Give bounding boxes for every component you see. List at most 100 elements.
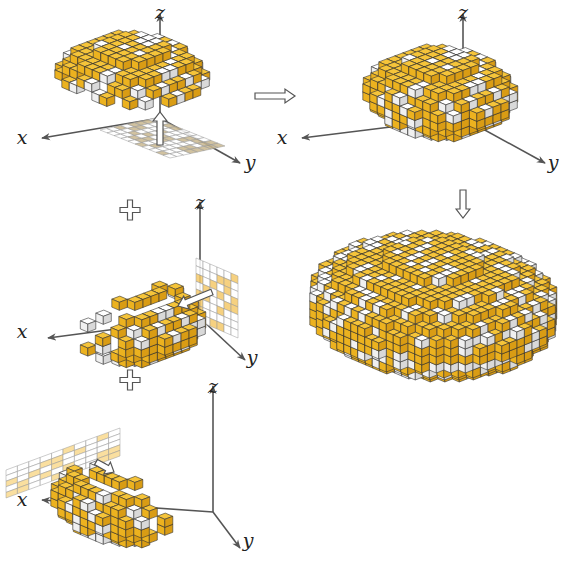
voxel-face: [66, 488, 74, 499]
voxel-face: [438, 113, 446, 124]
voxel-face: [143, 297, 151, 308]
voxel-face: [153, 88, 161, 99]
voxel-face: [453, 113, 461, 124]
voxel-face: [134, 317, 142, 328]
grid-cell: [29, 480, 40, 490]
voxel-face: [493, 104, 501, 115]
voxel-face: [80, 321, 88, 332]
voxel-face: [186, 62, 194, 73]
voxel-face: [134, 508, 142, 519]
voxel-face: [462, 88, 470, 99]
voxel-face: [159, 291, 167, 302]
axes: [42, 386, 240, 548]
axes: [302, 14, 545, 163]
voxel-face: [401, 64, 409, 75]
voxel-face: [88, 345, 96, 356]
voxel-face: [400, 84, 408, 95]
voxel-face: [103, 313, 111, 324]
axes: [48, 202, 245, 360]
voxel-face: [96, 313, 104, 324]
voxel-face: [469, 99, 477, 110]
axis-line: [160, 118, 240, 163]
voxel-face: [393, 81, 401, 92]
voxel-face: [494, 76, 502, 87]
voxel-face: [439, 73, 447, 84]
voxel-face: [141, 339, 149, 350]
voxel-face: [165, 336, 173, 347]
voxel-face: [446, 113, 454, 124]
voxel-face: [431, 91, 439, 102]
voxel-face: [118, 339, 126, 350]
voxel-face: [416, 70, 424, 81]
voxel-face: [119, 479, 127, 490]
voxel-face: [142, 497, 150, 508]
voxel-face: [415, 87, 423, 98]
voxel-face: [138, 99, 146, 110]
voxel-face: [471, 65, 479, 76]
hollow-arrow: [178, 289, 213, 309]
voxel-face: [103, 504, 111, 515]
voxel-face: [446, 91, 454, 102]
voxel-face: [118, 328, 126, 339]
voxel-face: [423, 102, 431, 113]
voxel-face: [173, 333, 181, 344]
voxel-face: [77, 78, 85, 89]
voxel-face: [470, 85, 478, 96]
voxel-face: [135, 300, 143, 311]
voxel-face: [477, 110, 485, 121]
voxel-face: [103, 493, 111, 504]
voxel-face: [134, 339, 142, 350]
voxel-face: [65, 503, 73, 514]
voxel-face: [189, 327, 197, 338]
voxel-face: [157, 336, 165, 347]
voxel-face: [147, 57, 155, 68]
voxel-face: [107, 73, 115, 84]
grid-cell: [210, 318, 217, 329]
voxel-face: [141, 519, 149, 530]
voxel-face: [447, 74, 455, 85]
voxel-face: [58, 499, 66, 510]
voxel-face: [138, 88, 146, 99]
voxel-face: [126, 519, 134, 530]
voxel-face: [88, 501, 96, 512]
voxel-face: [107, 96, 115, 107]
voxel-face: [189, 313, 197, 324]
voxel-face: [168, 286, 176, 297]
voxel-face: [84, 81, 92, 92]
voxel-face: [108, 56, 116, 67]
voxel-face: [112, 299, 120, 310]
voxel-face: [400, 106, 408, 117]
voxel-face: [119, 317, 127, 328]
voxel-face: [142, 328, 150, 339]
voxel-face: [138, 77, 146, 88]
voxel-face: [151, 294, 159, 305]
voxel-face: [157, 516, 165, 527]
voxel-face: [62, 79, 70, 90]
voxel-face: [88, 512, 96, 523]
voxel-face: [392, 95, 400, 106]
voxel-face: [161, 85, 169, 96]
voxel-face: [126, 328, 134, 339]
voxel-face: [509, 92, 517, 103]
voxel-face: [112, 479, 120, 490]
voxel-face: [111, 493, 119, 504]
voxel-face: [99, 95, 107, 106]
voxel-combined: [363, 44, 518, 142]
voxel-face: [92, 81, 100, 92]
voxel-face: [493, 90, 501, 101]
voxel-face: [134, 497, 142, 508]
grid-cell: [40, 476, 51, 486]
voxel-face: [127, 479, 135, 490]
voxel-face: [95, 515, 103, 526]
voxel-face: [103, 516, 111, 527]
voxel-face: [477, 96, 485, 107]
voxel-face: [101, 53, 109, 64]
voxel-face: [115, 73, 123, 84]
voxel-face: [377, 97, 385, 108]
voxel-face: [149, 532, 157, 543]
grid-cell: [6, 488, 17, 498]
voxel-face: [454, 102, 462, 113]
voxel-face: [485, 107, 493, 118]
voxel-face: [430, 113, 438, 124]
voxel-face: [446, 102, 454, 113]
